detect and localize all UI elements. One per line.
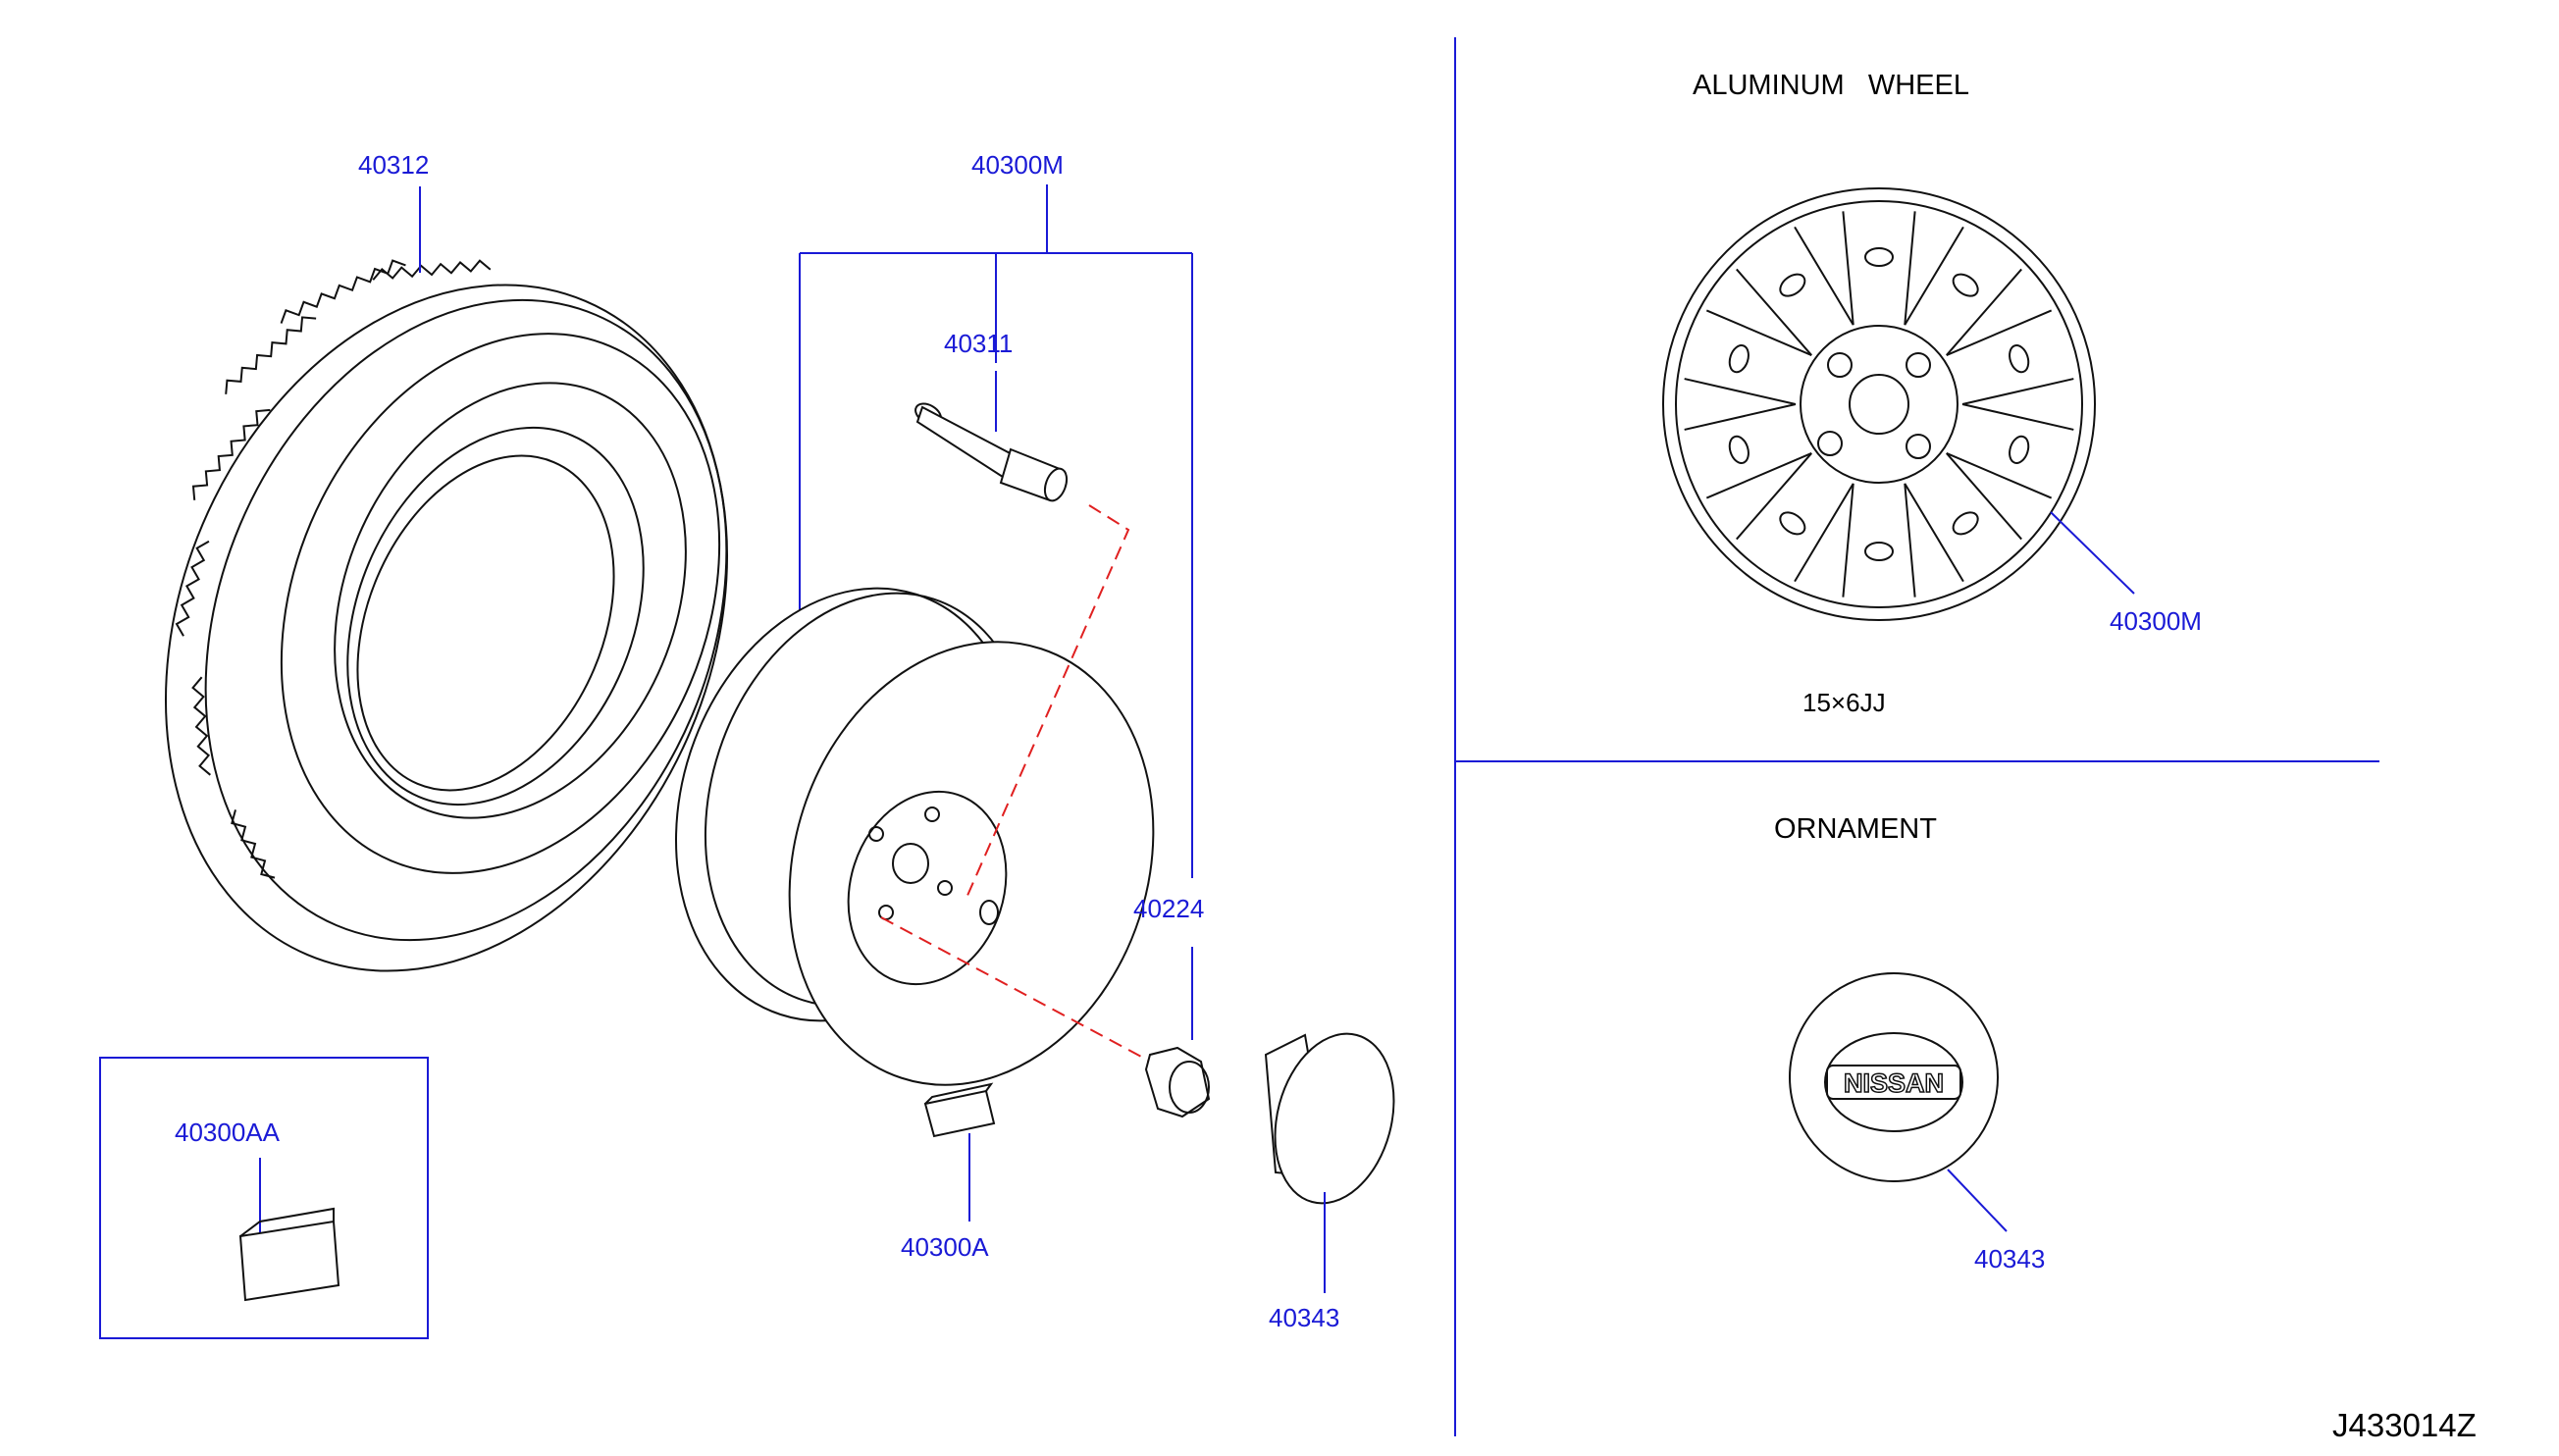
label-valve: 40311 bbox=[944, 329, 1013, 358]
balance-weight-aa-drawing bbox=[238, 1207, 340, 1302]
spoke-line bbox=[1705, 309, 1812, 356]
spoke-window bbox=[1864, 542, 1894, 561]
valve-position-dash bbox=[966, 504, 1130, 899]
spoke-line bbox=[1794, 483, 1854, 583]
spoke-window bbox=[1728, 435, 1750, 464]
spoke-line bbox=[1946, 309, 2053, 356]
inset-box bbox=[99, 1057, 429, 1339]
diagram-code: J433014Z bbox=[2332, 1407, 2477, 1443]
section-dividers bbox=[1454, 37, 2379, 1436]
label-wheel-assembly: 40300M bbox=[971, 150, 1064, 180]
spoke-line bbox=[1842, 211, 1854, 326]
spoke-window bbox=[2009, 344, 2030, 374]
spoke-line bbox=[1684, 378, 1797, 405]
label-nut: 40224 bbox=[1133, 894, 1204, 923]
nissan-emblem-text: NISSAN bbox=[1844, 1068, 1944, 1098]
nut-drawing bbox=[1144, 1046, 1211, 1118]
tire-drawing bbox=[165, 259, 728, 972]
spoke-line bbox=[1794, 226, 1854, 326]
spoke-line bbox=[1736, 268, 1812, 356]
spoke-line bbox=[1705, 452, 1812, 499]
spoke-line bbox=[1946, 268, 2022, 356]
steel-wheel-drawing bbox=[675, 587, 1155, 1086]
leader-alloy-wheel bbox=[2050, 511, 2135, 595]
label-tire: 40312 bbox=[358, 150, 429, 180]
spoke-window bbox=[1864, 247, 1894, 267]
spoke-line bbox=[1904, 226, 1964, 326]
label-balance-weight-aa: 40300AA bbox=[175, 1118, 281, 1147]
spoke-window bbox=[1779, 273, 1806, 297]
spoke-line bbox=[1904, 483, 1964, 583]
spoke-window bbox=[1779, 511, 1806, 536]
ornament-cap-drawing: NISSAN bbox=[1789, 972, 1999, 1182]
spoke-line bbox=[1946, 452, 2022, 541]
label-balance-weight-a: 40300A bbox=[901, 1232, 989, 1262]
wheel-assembly-bracket bbox=[799, 184, 1193, 878]
spoke-line bbox=[1684, 403, 1797, 431]
label-ornament-cap: 40343 bbox=[1974, 1244, 2045, 1274]
cap-drawing bbox=[1264, 1032, 1395, 1205]
section-title-aluminum-wheel: ALUMINUM WHEEL bbox=[1693, 70, 1969, 101]
spoke-line bbox=[1961, 403, 2074, 431]
spoke-window bbox=[1952, 511, 1979, 536]
spoke-line bbox=[1961, 378, 2074, 405]
label-cap: 40343 bbox=[1269, 1303, 1339, 1332]
section-title-ornament: ORNAMENT bbox=[1774, 813, 1937, 845]
spoke-line bbox=[1842, 483, 1854, 598]
spoke-line bbox=[1904, 211, 1916, 326]
spoke-window bbox=[1952, 273, 1979, 297]
spoke-window bbox=[2009, 435, 2030, 464]
balance-weight-a-drawing bbox=[923, 1082, 996, 1138]
spoke-window bbox=[1728, 344, 1750, 374]
spoke-line bbox=[1946, 452, 2053, 499]
valve-drawing bbox=[914, 402, 1069, 502]
nut-position-dash bbox=[880, 916, 1157, 1066]
wheel-size-spec: 15×6JJ bbox=[1802, 688, 1886, 717]
label-alloy-wheel: 40300M bbox=[2110, 606, 2202, 636]
spoke-line bbox=[1904, 483, 1916, 598]
spoke-line bbox=[1736, 452, 1812, 541]
leader-ornament bbox=[1947, 1169, 2008, 1232]
alloy-wheel-drawing bbox=[1662, 187, 2096, 621]
